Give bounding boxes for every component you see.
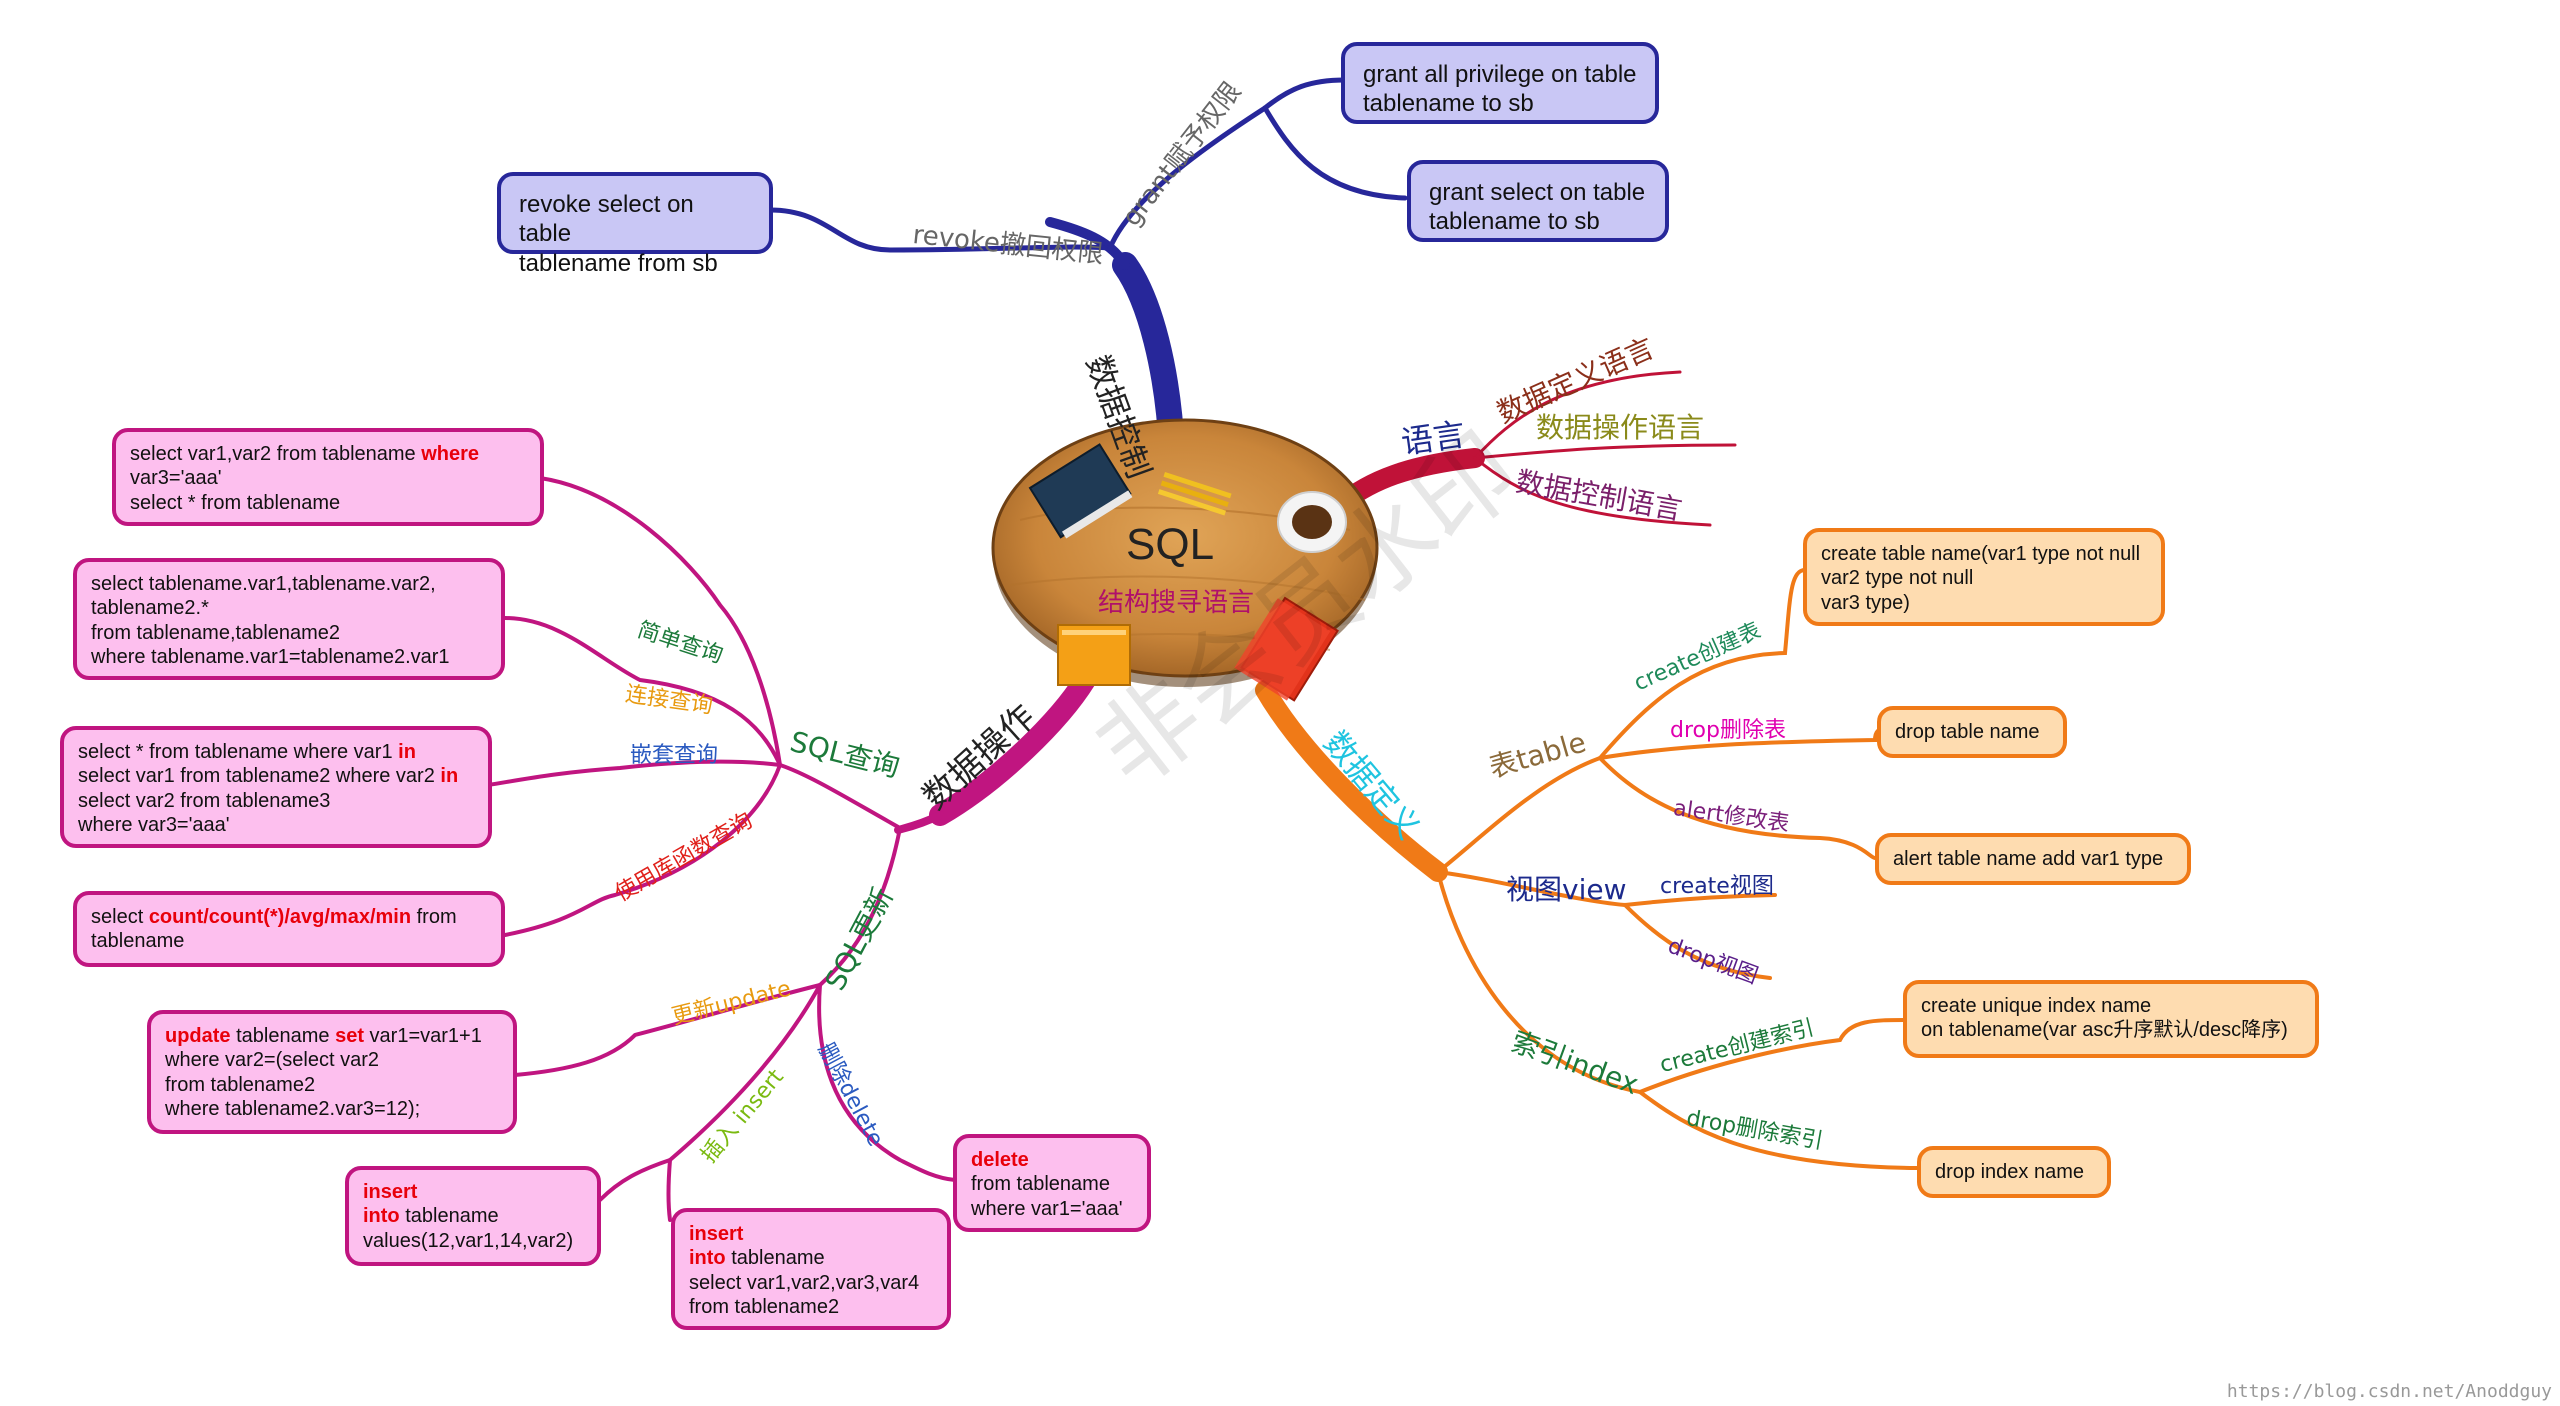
insert-select-box: insert into tablename select var1,var2,v… <box>671 1208 951 1330</box>
branch-update-insert <box>668 983 822 1162</box>
create-index-box: create unique index name on tablename(va… <box>1903 980 2319 1058</box>
pencil-icon <box>1157 472 1232 516</box>
branch-index-create <box>1638 1018 1907 1094</box>
branch-query-nested <box>486 759 782 787</box>
grant-select-box: grant select on table tablename to sb <box>1407 160 1669 242</box>
branch-update-delete <box>817 983 957 1182</box>
center-subtitle: 结构搜寻语言 <box>1098 588 1255 618</box>
center-table-illustration <box>991 418 1379 702</box>
branch-insert-2 <box>666 1158 672 1222</box>
red-book-icon <box>1234 596 1339 702</box>
simple-query-box: select var1,var2 from tablename where va… <box>112 428 544 526</box>
delete-box: delete from tablename where var1='aaa' <box>953 1134 1151 1232</box>
join-query-box: select tablename.var1,tablename.var2, ta… <box>73 558 505 680</box>
orange-book-icon <box>1057 624 1131 686</box>
view-create-label: create视图 <box>1660 874 1774 899</box>
book-icon <box>1028 443 1133 539</box>
revoke-box: revoke select on table tablename from sb <box>497 172 773 277</box>
branch-language-1 <box>1473 370 1682 460</box>
table-drop-label: drop删除表 <box>1670 718 1786 743</box>
branch-update-update <box>513 983 822 1077</box>
branch-view-drop <box>1623 903 1772 980</box>
branch-operation-main <box>929 669 1096 826</box>
branch-insert-1 <box>598 1158 672 1202</box>
branch-language-3 <box>1473 456 1712 527</box>
branch-query-join <box>503 616 782 767</box>
branch-index <box>1436 870 1642 1094</box>
branch-language-2 <box>1473 443 1737 460</box>
branch-query-func <box>503 763 782 937</box>
grant-all-box: grant all privilege on table tablename t… <box>1341 42 1659 124</box>
view-label: 视图view <box>1506 873 1627 906</box>
coffee-cup-icon <box>1277 491 1347 553</box>
branch-control-main-thin <box>1045 217 1130 270</box>
query-nested-label: 嵌套查询 <box>630 743 719 768</box>
insert-values-box: insert into tablename values(12,var1,14,… <box>345 1166 601 1266</box>
branch-query <box>778 763 902 830</box>
branch-view-create <box>1623 893 1777 907</box>
center-title: SQL <box>1126 520 1215 569</box>
create-table-box: create table name(var1 type not null var… <box>1803 528 2165 626</box>
branch-grant <box>1107 105 1268 251</box>
drop-index-box: drop index name <box>1917 1146 2111 1198</box>
drop-table-box: drop table name <box>1877 706 2067 758</box>
nested-query-box: select * from tablename where var1 in se… <box>60 726 492 848</box>
branch-table-alter <box>1598 756 1877 860</box>
branch-revoke <box>767 207 1113 253</box>
branch-update <box>818 826 902 987</box>
language-dml-label: 数据操作语言 <box>1536 411 1705 444</box>
branch-view <box>1436 870 1627 907</box>
branch-table-create <box>1598 568 1807 760</box>
source-credit: https://blog.csdn.net/Anoddguy <box>2226 1381 2552 1402</box>
branch-query-simple <box>538 476 782 767</box>
function-query-box: select count/count(*)/avg/max/min from t… <box>73 891 505 967</box>
branch-table <box>1436 756 1602 874</box>
branch-index-drop <box>1638 1090 1922 1170</box>
branch-definition-main <box>1255 680 1448 882</box>
alter-table-box: alert table name add var1 type <box>1875 833 2191 885</box>
update-box: update tablename set var1=var1+1 where v… <box>147 1010 517 1134</box>
branch-grant-1 <box>1262 77 1348 111</box>
branch-grant-2 <box>1262 105 1408 201</box>
